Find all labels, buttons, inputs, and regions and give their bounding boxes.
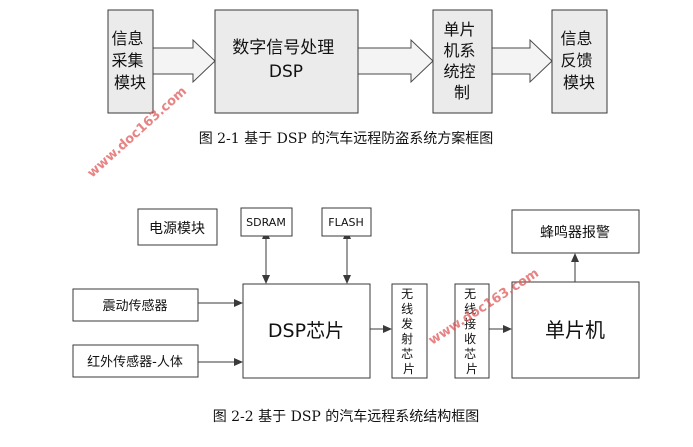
wireless-rx-chip-label: 无 线 接 收 芯 片 [464,287,480,376]
arrowhead-vibration [234,299,243,307]
input-module-label: 信息 采集 模块 [111,29,148,92]
wireless-rx-chip-box [454,283,490,379]
flash-box [321,207,372,237]
arrowhead-buzzer [571,253,579,262]
buzzer-alarm-box [511,209,640,254]
infrared-sensor-label: 红外传感器-人体 [87,354,183,370]
feedback-module-box [551,9,608,114]
arrowhead-down-sdram [262,275,270,284]
vibration-sensor-label: 震动传感器 [102,298,167,314]
arrowhead-mcu [503,325,512,333]
mcu-box [511,281,640,379]
dsp-processing-box [214,9,359,114]
mcu-label: 单片机 [545,318,605,342]
power-module-box [137,208,218,246]
dsp-chip-box [242,283,371,379]
figure-2-2-caption: 图 2-2 基于 DSP 的汽车远程系统结构框图 [213,408,480,425]
buzzer-alarm-label: 蜂鸣器报警 [540,224,610,241]
wireless-tx-chip-box [391,283,428,379]
arrowhead-infrared [234,358,243,366]
fat-arrow-mcu-to-feedback [491,38,553,84]
dsp-chip-label: DSP芯片 [268,320,344,342]
wireless-tx-chip-label: 无 线 发 射 芯 片 [401,287,417,376]
infrared-sensor-box [72,344,199,378]
flash-label: FLASH [328,216,364,229]
power-module-label: 电源模块 [149,221,205,237]
arrowhead-down-flash [343,275,351,284]
figure-2-2: 电源模块 SDRAM FLASH 蜂鸣器报警 震动传感器 红外传感器-人体 DS… [72,207,640,425]
dsp-processing-label: 数字信号处理 DSP [232,38,339,82]
sdram-box [240,207,293,237]
arrowhead-tx [383,325,392,333]
input-module-box [107,9,154,114]
feedback-module-label: 信息 反馈 模块 [560,29,597,92]
sdram-label: SDRAM [246,216,286,229]
vibration-sensor-box [72,288,199,322]
figure-2-1: 信息 采集 模块 数字信号处理 DSP 单片 机系 统控 制 信息 反馈 模块 … [107,9,608,147]
fat-arrow-dsp-to-mcu [357,38,434,84]
mcu-control-box [432,9,493,114]
mcu-control-label: 单片 机系 统控 制 [443,20,480,102]
fat-arrow-input-to-dsp [152,38,216,84]
figure-2-1-caption: 图 2-1 基于 DSP 的汽车远程防盗系统方案框图 [199,130,494,147]
